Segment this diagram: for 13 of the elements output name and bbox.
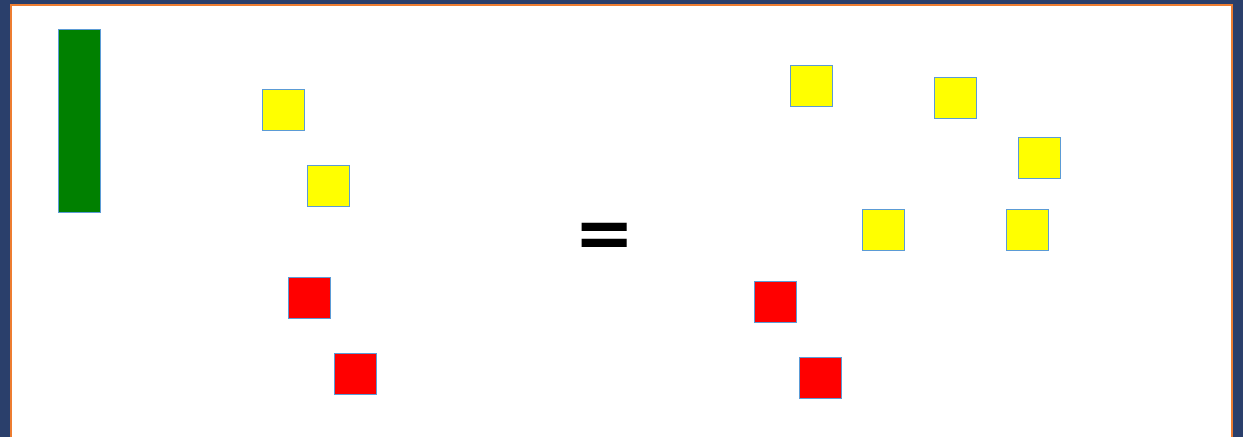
bar	[58, 29, 101, 213]
square	[790, 65, 833, 107]
square	[934, 77, 977, 119]
square	[262, 89, 305, 131]
square	[799, 357, 842, 399]
square	[1006, 209, 1049, 251]
square	[307, 165, 350, 207]
square	[754, 281, 797, 323]
square	[288, 277, 331, 319]
equals-sign: =	[574, 196, 635, 268]
square	[334, 353, 377, 395]
square	[1018, 137, 1061, 179]
square	[862, 209, 905, 251]
